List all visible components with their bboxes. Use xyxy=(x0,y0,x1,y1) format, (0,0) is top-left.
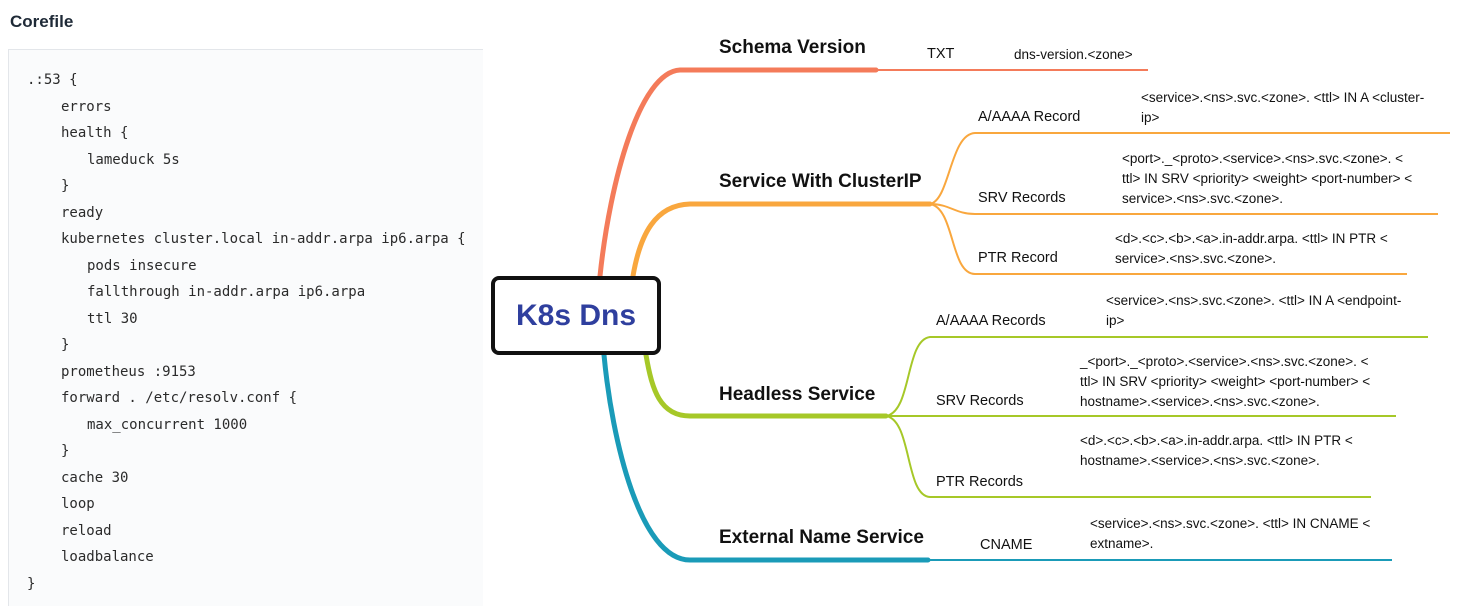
branch-label-service-clusterip: Service With ClusterIP xyxy=(719,171,922,192)
code-line: } xyxy=(27,576,36,592)
record-text-cname: <service>.<ns>.svc.<zone>. <ttl> IN CNAM… xyxy=(1090,516,1371,551)
code-line: max_concurrent 1000 xyxy=(87,417,248,433)
record-text-headless-ptr: <d>.<c>.<b>.<a>.in-addr.arpa. <ttl> IN P… xyxy=(1080,433,1353,468)
record-type-clusterip-srv: SRV Records xyxy=(978,190,1066,206)
code-line: ttl 30 xyxy=(87,311,138,327)
record-text-clusterip-ptr: <d>.<c>.<b>.<a>.in-addr.arpa. <ttl> IN P… xyxy=(1115,231,1388,266)
code-line: } xyxy=(61,337,70,353)
code-line: kubernetes cluster.local in-addr.arpa ip… xyxy=(61,231,466,247)
record-type-headless-a: A/AAAA Records xyxy=(936,313,1046,329)
corefile-code-block: .:53 { errors health { lameduck 5s } rea… xyxy=(8,49,483,606)
code-line: prometheus :9153 xyxy=(61,364,196,380)
leaf-line-clusterip-a xyxy=(929,132,1450,205)
code-line: loadbalance xyxy=(61,549,154,565)
code-line: fallthrough in-addr.arpa ip6.arpa xyxy=(87,284,366,300)
leaf-line-clusterip-srv xyxy=(929,203,1438,215)
code-line: forward . /etc/resolv.conf { xyxy=(61,390,298,406)
record-text-txt: dns-version.<zone> xyxy=(1014,47,1133,62)
code-line: } xyxy=(61,178,70,194)
code-line: cache 30 xyxy=(61,470,129,486)
branch-connector-external xyxy=(601,352,931,563)
center-node: K8s Dns xyxy=(491,276,661,355)
code-line: errors xyxy=(61,99,112,115)
record-text-clusterip-a: <service>.<ns>.svc.<zone>. <ttl> IN A <c… xyxy=(1141,90,1425,125)
record-text-clusterip-srv: <port>._<proto>.<service>.<ns>.svc.<zone… xyxy=(1122,151,1413,206)
record-type-clusterip-a: A/AAAA Record xyxy=(978,109,1081,125)
branch-connector-headless xyxy=(643,352,889,419)
center-node-label: K8s Dns xyxy=(515,298,637,332)
record-type-clusterip-ptr: PTR Record xyxy=(978,250,1058,266)
corefile-title: Corefile xyxy=(10,12,74,31)
branch-label-external-name: External Name Service xyxy=(719,527,924,548)
corefile-panel: Corefile .:53 { errors health { lameduck… xyxy=(0,0,483,606)
record-type-headless-ptr: PTR Records xyxy=(936,474,1024,490)
record-type-headless-srv: SRV Records xyxy=(936,393,1024,409)
code-line: } xyxy=(61,443,70,459)
branch-connector-schema xyxy=(597,67,879,279)
record-type-txt: TXT xyxy=(927,46,955,62)
code-line: health { xyxy=(61,125,129,141)
leaf-line-clusterip-ptr xyxy=(929,203,1407,275)
code-line: .:53 { xyxy=(27,72,78,88)
code-line: lameduck 5s xyxy=(87,152,180,168)
record-type-cname: CNAME xyxy=(980,537,1033,553)
record-text-headless-a: <service>.<ns>.svc.<zone>. <ttl> IN A <e… xyxy=(1106,293,1402,328)
record-text-headless-srv: _<port>._<proto>.<service>.<ns>.svc.<zon… xyxy=(1080,354,1371,409)
branch-label-headless-service: Headless Service xyxy=(719,384,876,405)
branch-connector-clusterip xyxy=(630,201,933,279)
leaf-line-headless-ptr xyxy=(885,415,1371,498)
leaf-line-headless-a xyxy=(885,336,1428,417)
code-line: loop xyxy=(61,496,95,512)
code-line: reload xyxy=(61,523,112,539)
code-line: ready xyxy=(61,205,104,221)
branch-label-schema-version: Schema Version xyxy=(719,37,866,58)
code-line: pods insecure xyxy=(87,258,197,274)
